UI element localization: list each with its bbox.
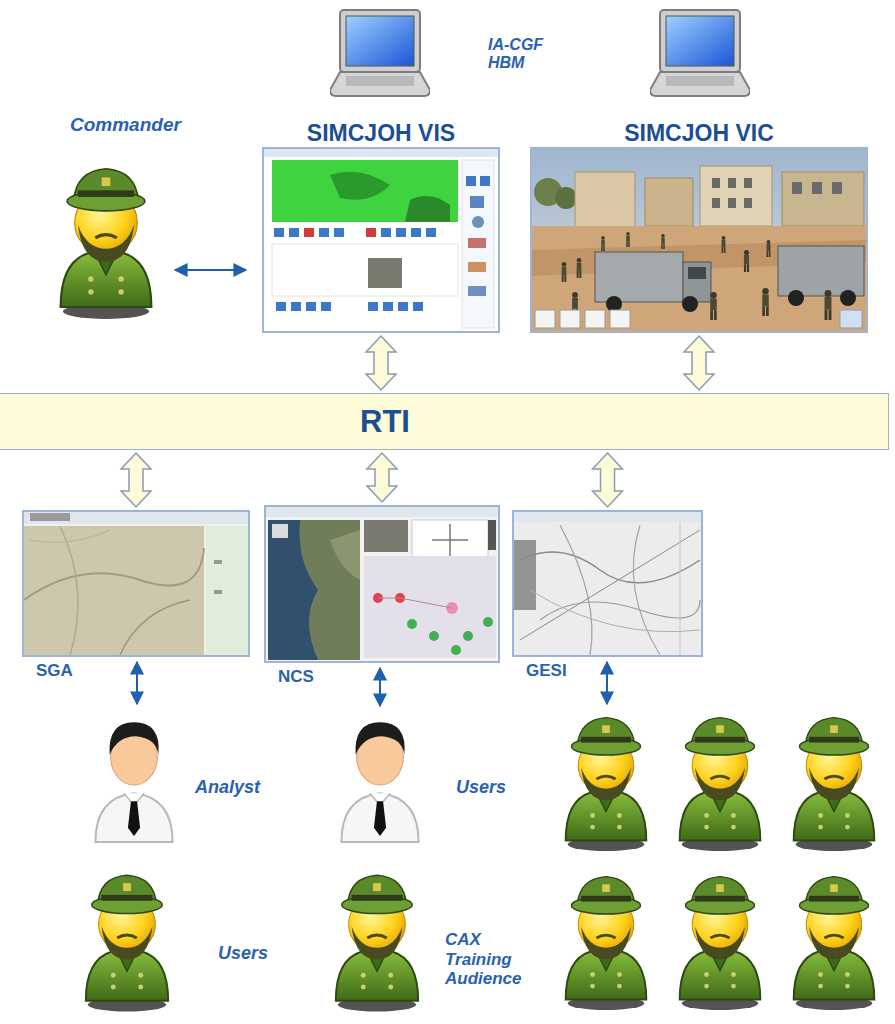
sga-screenshot xyxy=(22,510,250,657)
ncs-screenshot xyxy=(264,505,500,663)
panel-title: GESI xyxy=(526,661,567,681)
bus-arrow xyxy=(684,336,714,390)
laptop-icons xyxy=(330,10,750,96)
rti-bus-band: RTI xyxy=(0,393,889,450)
figure-label: IA-CGF HBM xyxy=(488,36,558,73)
vic-screenshot xyxy=(531,148,867,332)
link-arrows xyxy=(137,270,607,706)
vis-screenshot xyxy=(262,147,500,333)
screenshot-panel: SIMCJOH VIC xyxy=(530,147,868,333)
screenshot-panel: NCS xyxy=(264,505,500,663)
bus-arrow xyxy=(121,453,151,507)
screenshot-panel: SGA xyxy=(22,510,250,657)
bus-arrow xyxy=(366,336,396,390)
figure-label: Analyst xyxy=(195,777,260,798)
panel-title: NCS xyxy=(278,667,314,687)
panel-title: SGA xyxy=(36,661,73,681)
panel-title: SIMCJOH VIC xyxy=(624,120,774,147)
bus-arrow xyxy=(367,453,397,502)
figure-label: Commander xyxy=(70,114,181,136)
screenshot-panel: SIMCJOH VIS xyxy=(262,147,500,333)
bus-arrow xyxy=(593,453,623,507)
screenshot-panel: GESI xyxy=(512,510,703,657)
figure-label: Users xyxy=(218,943,268,964)
figure-label: CAX Training Audience xyxy=(445,930,540,989)
bus-label: RTI xyxy=(360,404,410,440)
gesi-screenshot xyxy=(512,510,703,657)
panel-title: SIMCJOH VIS xyxy=(307,120,455,147)
figure-label: Users xyxy=(456,777,506,798)
people-figures xyxy=(61,169,875,1012)
